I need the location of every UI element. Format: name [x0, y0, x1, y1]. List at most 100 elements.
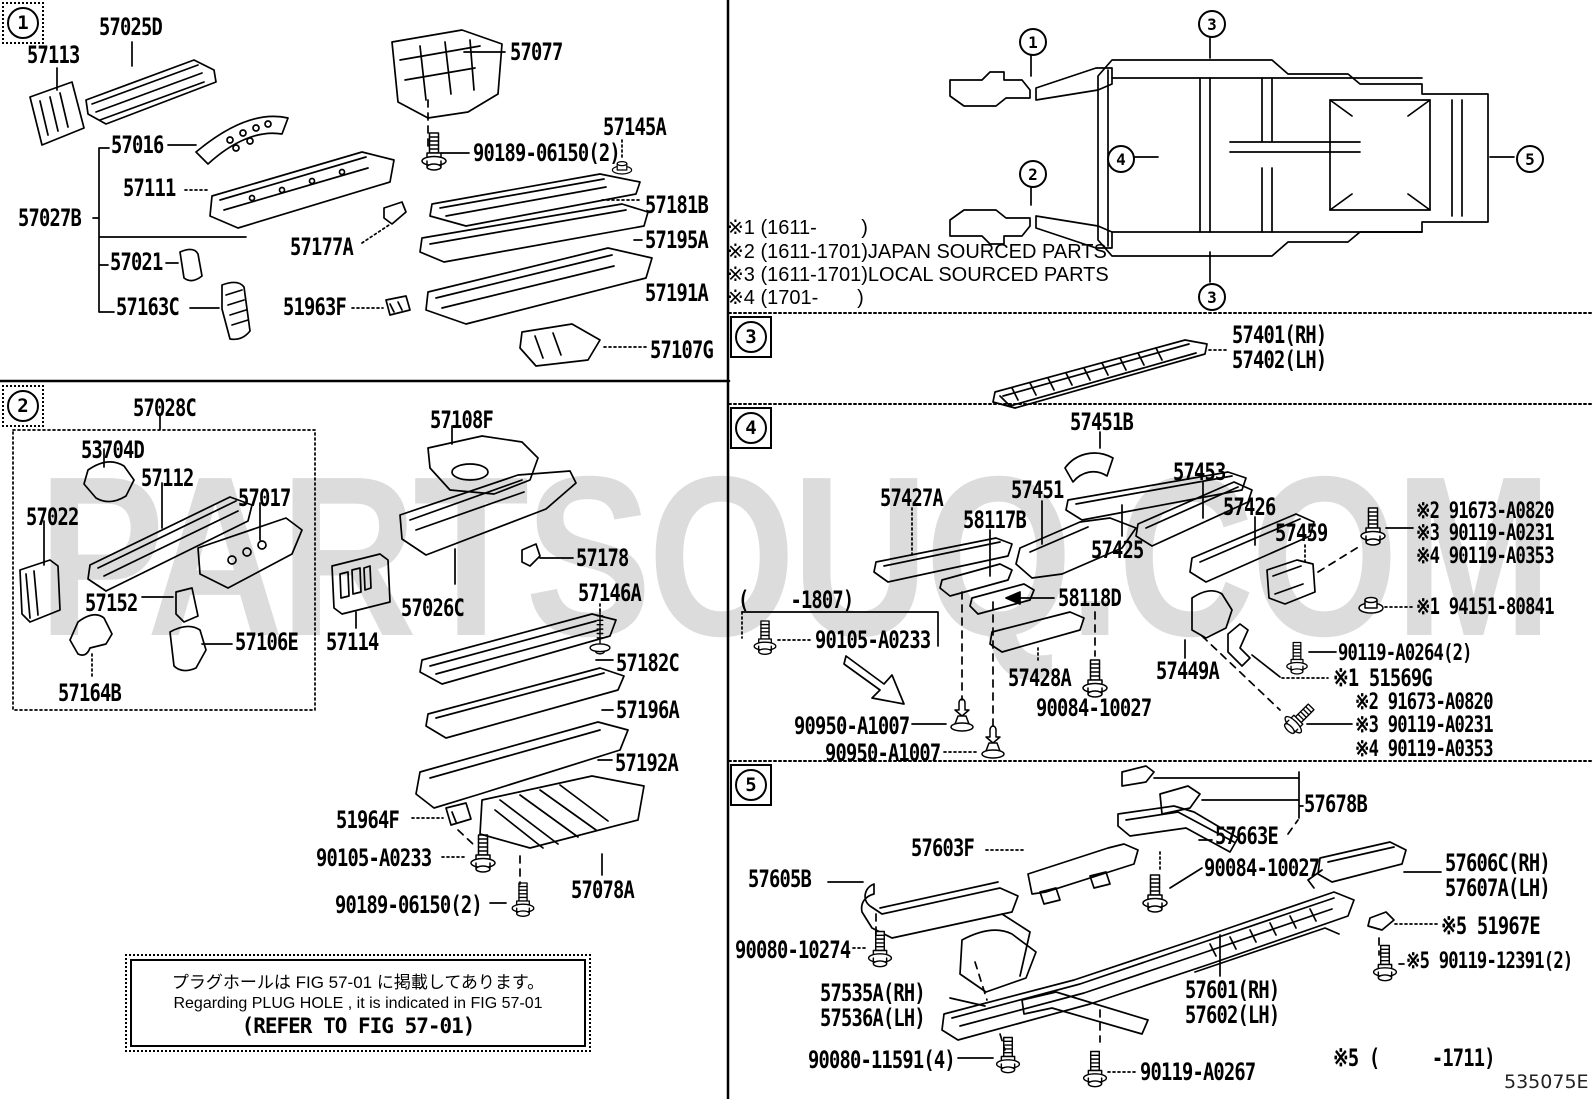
part-label: ※1 51569G — [1333, 664, 1433, 692]
part-label: 57163C — [116, 293, 180, 321]
section2-art — [12, 414, 645, 918]
part-label: 57178 — [576, 544, 629, 572]
part-label: ※5 90119-12391(2) — [1406, 949, 1573, 974]
part-label: ※4 90119-A0353 — [1355, 737, 1494, 762]
part-label: 57602(LH) — [1185, 1001, 1280, 1029]
part-label: 57028C — [133, 394, 197, 422]
part-label: ※5 51967E — [1441, 912, 1541, 940]
part-label: ※2 91673-A0820 — [1355, 690, 1494, 715]
part-label: ※3 90119-A0231 — [1355, 713, 1494, 738]
part-label: 90950-A1007 — [825, 739, 941, 767]
part-label: 57663E — [1215, 822, 1279, 850]
part-label: 57026C — [401, 594, 465, 622]
overview-callout-3: 3 — [1198, 283, 1226, 311]
part-label: 57152 — [85, 589, 138, 617]
part-label: 90119-A0264(2) — [1338, 641, 1473, 666]
part-label: 90084-10027 — [1204, 854, 1320, 882]
part-label: 57605B — [748, 865, 812, 893]
part-label: ※4 (1701- ) — [727, 287, 864, 309]
plug-hole-note-en: Regarding PLUG HOLE , it is indicated in… — [173, 995, 543, 1012]
part-label: 57192A — [615, 749, 679, 777]
part-label: 57077 — [510, 38, 563, 66]
part-label: ※1 (1611- ) — [727, 217, 868, 239]
part-label: 57453 — [1173, 458, 1226, 486]
plug-hole-note-box: プラグホールは FIG 57-01 に掲載してあります。 Regarding P… — [125, 954, 591, 1052]
section-marker-5: 5 — [730, 764, 772, 806]
section3-art — [992, 339, 1230, 409]
part-label: 90119-A0267 — [1140, 1058, 1256, 1086]
section-marker-3: 3 — [730, 316, 772, 358]
part-label: 57078A — [571, 876, 635, 904]
watermark: PARTSOUQ.COM — [38, 429, 1553, 685]
part-label: ※1 94151-80841 — [1416, 595, 1555, 620]
overview-callout-3: 3 — [1198, 10, 1226, 38]
part-label: 57427A — [880, 484, 944, 512]
part-label: 57177A — [290, 233, 354, 261]
part-label: 57678B — [1304, 790, 1368, 818]
part-label: 57145A — [603, 113, 667, 141]
part-label: 57182C — [616, 649, 680, 677]
part-label: 57603F — [911, 834, 975, 862]
part-label: ※2 91673-A0820 — [1416, 499, 1555, 524]
part-label: 90084-10027 — [1036, 694, 1152, 722]
part-label: 57111 — [123, 174, 176, 202]
part-label: 57025D — [99, 13, 163, 41]
part-label: 58118D — [1058, 584, 1122, 612]
part-label: ※3 90119-A0231 — [1416, 521, 1555, 546]
part-label: 57017 — [238, 484, 291, 512]
part-label: ※2 (1611-1701)JAPAN SOURCED PARTS — [727, 241, 1107, 263]
plug-hole-note-ref: (REFER TO FIG 57-01) — [241, 1014, 476, 1038]
part-label: 57016 — [111, 131, 164, 159]
part-label: 57022 — [26, 503, 79, 531]
section-marker-4: 4 — [730, 407, 772, 449]
part-label: 90105-A0233 — [316, 844, 432, 872]
part-label: 57021 — [110, 248, 163, 276]
part-label: 57181B — [645, 191, 709, 219]
section4-art — [741, 431, 1414, 759]
overview-callout-4: 4 — [1107, 145, 1135, 173]
part-label: 57459 — [1275, 519, 1328, 547]
part-label: 57164B — [58, 679, 122, 707]
part-label: 90080-10274 — [735, 936, 851, 964]
part-label: 57601(RH) — [1185, 976, 1280, 1004]
part-label: ※3 (1611-1701)LOCAL SOURCED PARTS — [727, 264, 1109, 286]
part-label: 57112 — [141, 464, 194, 492]
part-label: 57196A — [616, 696, 680, 724]
part-label: 57451 — [1011, 476, 1064, 504]
overview-callout-5: 5 — [1516, 145, 1544, 173]
part-label: 57401(RH) — [1232, 321, 1327, 349]
part-label: 90189-06150(2) — [473, 139, 621, 167]
overview-callout-2: 2 — [1019, 160, 1047, 188]
part-label: 57108F — [430, 406, 494, 434]
plug-hole-note-jp: プラグホールは FIG 57-01 に掲載してあります。 — [171, 973, 545, 992]
part-label: 90080-11591(4) — [808, 1046, 956, 1074]
part-label: ※5 ( -1711) — [1333, 1044, 1496, 1072]
part-label: 57113 — [27, 41, 80, 69]
part-label: 57426 — [1223, 493, 1276, 521]
part-label: 90105-A0233 — [815, 626, 931, 654]
part-label: 58117B — [963, 506, 1027, 534]
part-label: 57606C(RH) — [1445, 849, 1551, 877]
part-label: 57535A(RH) — [820, 979, 926, 1007]
part-label: 57451B — [1070, 408, 1134, 436]
part-label: 57607A(LH) — [1445, 874, 1551, 902]
part-label: ( -1807) — [738, 586, 854, 614]
frame-overview-art — [949, 34, 1515, 283]
part-label: ※4 90119-A0353 — [1416, 544, 1555, 569]
section5-art — [827, 765, 1442, 1088]
part-label: 57146A — [578, 579, 642, 607]
section-marker-2: 2 — [2, 385, 44, 427]
part-label: 53704D — [81, 436, 145, 464]
part-label: 57191A — [645, 279, 709, 307]
part-label: 57449A — [1156, 657, 1220, 685]
part-label: 51963F — [283, 293, 347, 321]
part-label: 57107G — [650, 336, 714, 364]
part-label: 57106E — [235, 628, 299, 656]
diagram-code: 535075E — [1504, 1071, 1589, 1093]
section1-art — [29, 29, 653, 367]
part-label: 57114 — [326, 628, 379, 656]
part-label: 57425 — [1091, 536, 1144, 564]
